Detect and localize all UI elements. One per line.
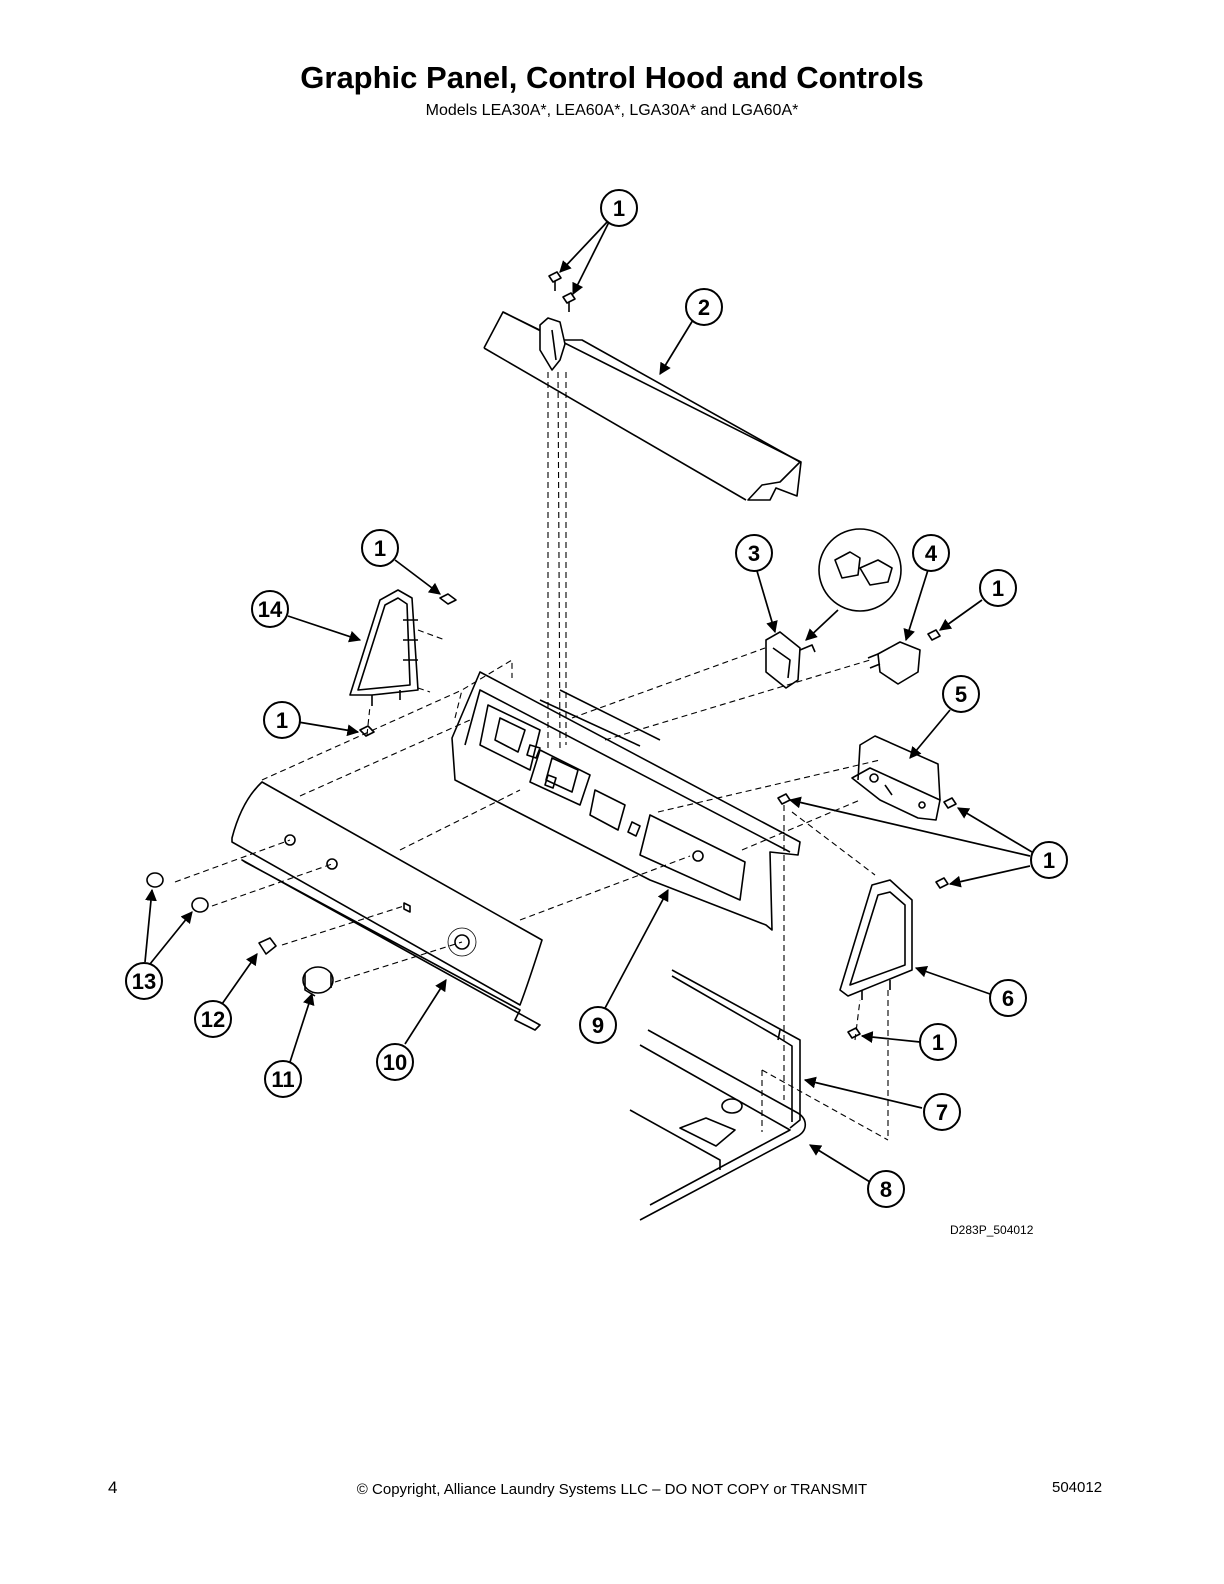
svg-text:5: 5: [955, 682, 967, 707]
callout-14-left-end-cap: 14: [251, 590, 289, 628]
svg-text:13: 13: [132, 969, 156, 994]
svg-text:7: 7: [936, 1100, 948, 1125]
control-knob-part: [302, 966, 334, 997]
callout-1-left-cap-lower-screw: 1: [263, 701, 301, 739]
svg-text:1: 1: [374, 536, 386, 561]
timer-part: [851, 735, 941, 821]
svg-text:11: 11: [271, 1067, 294, 1092]
screw-icon: [548, 271, 562, 291]
callout-1-right-screws: 1: [1030, 841, 1068, 879]
svg-text:1: 1: [992, 576, 1004, 601]
screw-icon: [927, 629, 941, 641]
screw-icon: [847, 1027, 861, 1039]
svg-text:1: 1: [276, 708, 288, 733]
callout-13-button-caps: 13: [125, 962, 163, 1000]
right-end-cap-part: [839, 879, 913, 1000]
screw-icon: [777, 793, 791, 805]
drawing-code: D283P_504012: [950, 1223, 1034, 1237]
switch-part: [765, 631, 816, 689]
control-hood-part: [483, 311, 802, 501]
callout-6-right-end-cap: 6: [989, 979, 1027, 1017]
svg-text:1: 1: [1043, 848, 1055, 873]
callout-1-terminal-screw: 1: [979, 569, 1017, 607]
leader-arrows: [144, 219, 1033, 1183]
callout-7-bracket: 7: [923, 1093, 961, 1131]
screw-icon: [562, 292, 576, 312]
svg-text:4: 4: [925, 541, 938, 566]
callout-11-knob: 11: [264, 1060, 302, 1098]
page-number: 4: [108, 1478, 118, 1497]
svg-text:12: 12: [201, 1007, 225, 1032]
copyright-notice: © Copyright, Alliance Laundry Systems LL…: [356, 1481, 868, 1498]
callout-10-graphic-panel: 10: [376, 1043, 414, 1081]
document-number: 504012: [1052, 1479, 1103, 1496]
callout-8-cabinet-top: 8: [867, 1170, 905, 1208]
callout-5-timer: 5: [942, 675, 980, 713]
svg-text:1: 1: [613, 196, 625, 221]
graphic-panel-part: [231, 781, 543, 1031]
button-cap-part: [146, 872, 209, 913]
svg-text:14: 14: [258, 597, 283, 622]
screw-icon: [439, 593, 457, 605]
svg-text:3: 3: [748, 541, 760, 566]
callout-4-terminal-block: 4: [912, 534, 950, 572]
cabinet-top-part: [629, 1029, 807, 1221]
left-end-cap-part: [349, 589, 419, 706]
terminal-block-part: [867, 641, 921, 685]
callout-1-top-screws: 1: [600, 189, 638, 227]
alignment-lines: [174, 371, 889, 1141]
svg-text:2: 2: [698, 295, 710, 320]
svg-text:1: 1: [932, 1030, 944, 1055]
control-console-part: [451, 671, 801, 931]
detail-magnify-icon: [818, 528, 902, 612]
callout-2-control-hood: 2: [685, 288, 723, 326]
push-button-part: [258, 937, 277, 955]
callout-3-switch: 3: [735, 534, 773, 572]
models-subtitle: Models LEA30A*, LEA60A*, LGA30A* and LGA…: [425, 102, 799, 119]
callouts: 1 2 1 14 1 3 4 1: [125, 189, 1068, 1208]
screw-icon: [943, 797, 957, 809]
svg-text:10: 10: [383, 1050, 407, 1075]
callout-1-left-cap-upper-screw: 1: [361, 529, 399, 567]
screw-icon: [935, 877, 949, 889]
svg-text:6: 6: [1002, 986, 1014, 1011]
svg-text:8: 8: [880, 1177, 892, 1202]
page-title: Graphic Panel, Control Hood and Controls: [300, 60, 924, 95]
callout-9-control-console: 9: [579, 1006, 617, 1044]
callout-12-push-button: 12: [194, 1000, 232, 1038]
callout-1-right-cap-screw: 1: [919, 1023, 957, 1061]
svg-text:9: 9: [592, 1013, 604, 1038]
